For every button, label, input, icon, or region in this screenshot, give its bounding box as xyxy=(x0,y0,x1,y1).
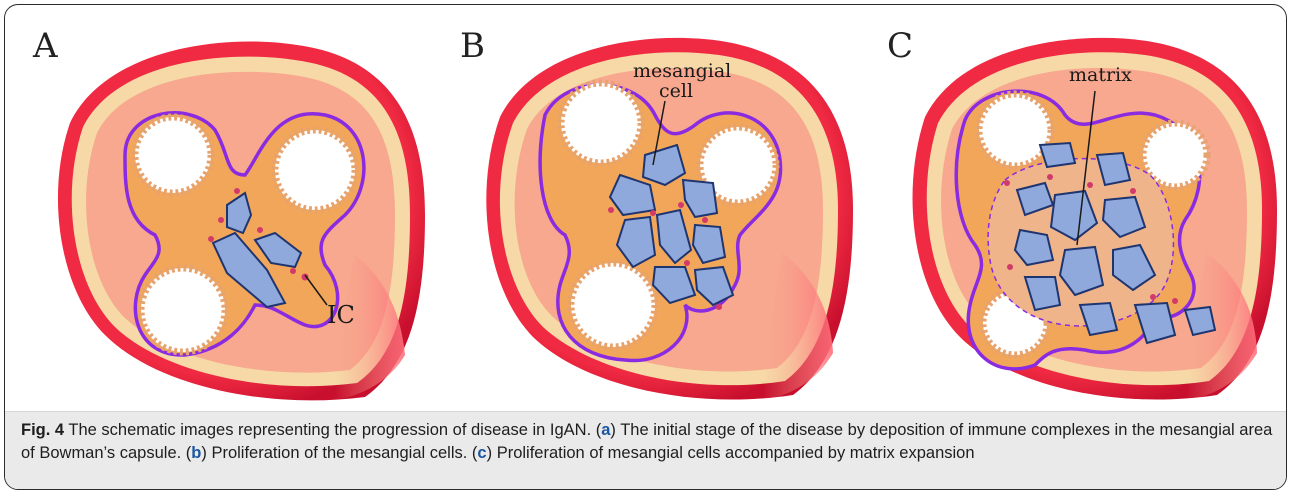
caption-text-1: The schematic images representing the pr… xyxy=(64,421,601,439)
callout-matrix: matrix xyxy=(1069,64,1132,86)
panel-letter-c: C xyxy=(887,26,913,66)
caption-text-3: ) Proliferation of the mesangial cells. … xyxy=(201,444,477,462)
panel-b: B xyxy=(460,26,853,400)
caption-ref-c[interactable]: c xyxy=(477,444,486,462)
panel-letter-b: B xyxy=(460,26,485,66)
figure-caption: Fig. 4 The schematic images representing… xyxy=(5,411,1287,490)
figure-illustration: A IC xyxy=(5,5,1287,410)
panel-c: C xyxy=(887,26,1277,400)
caption-text-4: ) Proliferation of mesangial cells accom… xyxy=(487,444,975,462)
panel-a: A IC xyxy=(32,26,425,400)
panel-letter-a: A xyxy=(32,26,58,66)
callout-ic: IC xyxy=(327,301,355,329)
caption-ref-b[interactable]: b xyxy=(191,444,201,462)
callout-mesangial: mesangial xyxy=(633,60,731,82)
figure-frame: A IC xyxy=(4,4,1287,490)
figure-label: Fig. 4 xyxy=(21,421,64,439)
callout-cell: cell xyxy=(659,80,693,102)
